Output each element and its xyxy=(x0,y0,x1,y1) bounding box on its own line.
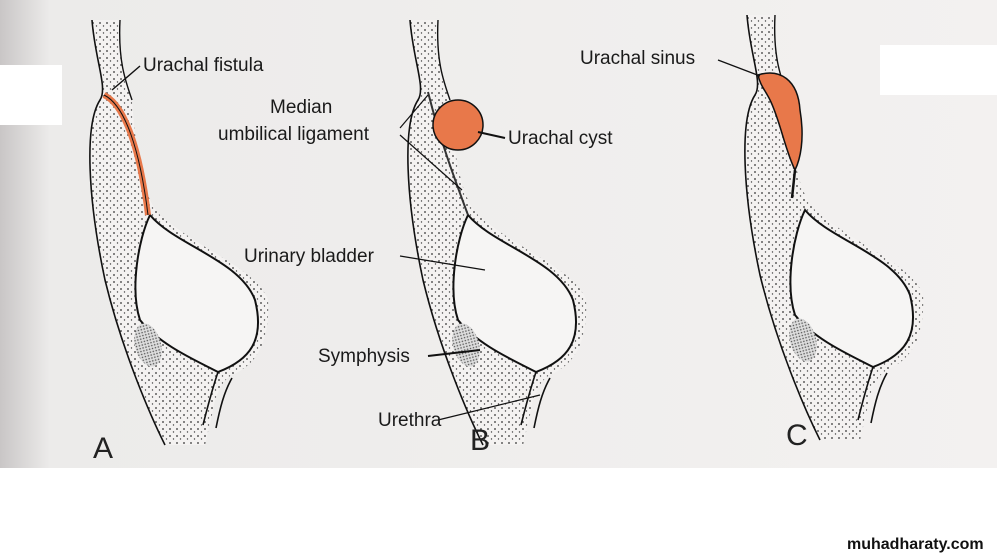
label-median: Median xyxy=(270,97,332,118)
white-patch xyxy=(0,65,62,125)
white-patch xyxy=(880,45,997,95)
label-urachal-sinus: Urachal sinus xyxy=(580,48,695,69)
label-umbilical-ligament: umbilical ligament xyxy=(218,124,370,145)
label-symphysis: Symphysis xyxy=(318,346,410,367)
label-urethra: Urethra xyxy=(378,410,442,431)
figure-b: Median umbilical ligament Urachal cyst U… xyxy=(218,19,613,457)
panel-label-a: A xyxy=(93,432,113,465)
watermark: muhadharaty.com xyxy=(847,536,984,553)
pointer-line xyxy=(111,65,141,91)
median-umbilical-ligament xyxy=(427,91,469,216)
figure-c: Urachal sinus C xyxy=(580,14,925,452)
figure-a: Urachal fistula A xyxy=(88,19,270,465)
label-urachal-cyst: Urachal cyst xyxy=(508,128,613,149)
urachal-cyst xyxy=(432,99,484,151)
panel-label-c: C xyxy=(786,419,808,452)
panel-label-b: B xyxy=(470,424,490,457)
label-urachal-fistula: Urachal fistula xyxy=(143,55,264,76)
label-urinary-bladder: Urinary bladder xyxy=(244,246,375,267)
